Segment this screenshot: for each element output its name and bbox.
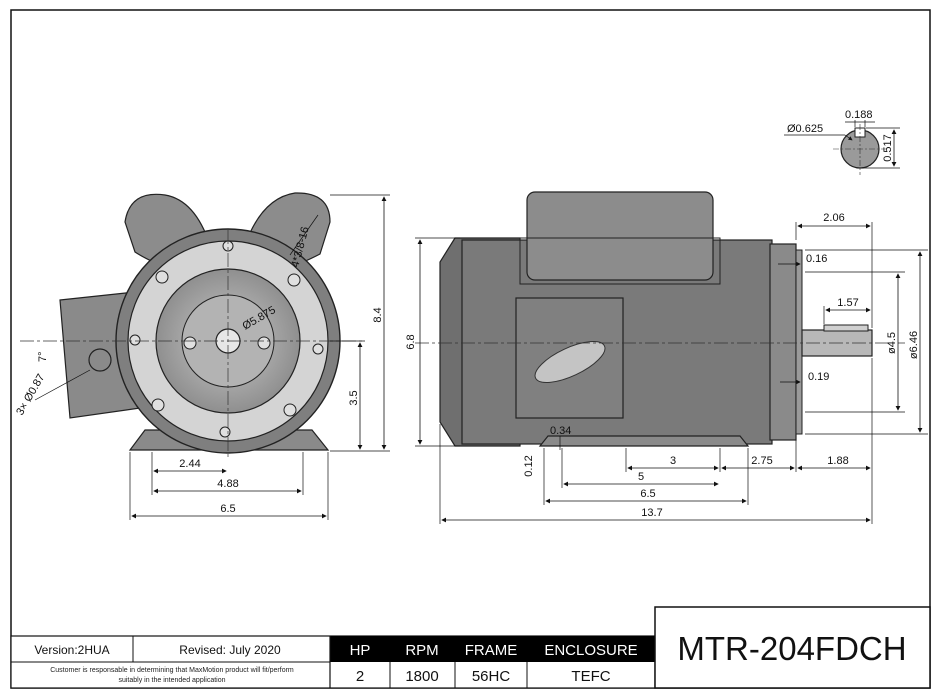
side-view: 6.8 ø6.46 ø4.5 2.06 0.16 1.57 0.19 0.34 … bbox=[405, 191, 928, 524]
dim-face-dia: ø6.46 bbox=[908, 331, 920, 359]
dim-foot-len: 6.5 bbox=[640, 488, 655, 500]
disclaimer-line-2: suitably in the intended application bbox=[118, 677, 225, 684]
bolt-8 bbox=[219, 426, 231, 438]
c-face bbox=[795, 249, 803, 435]
dim-key-depth: 0.517 bbox=[882, 134, 894, 162]
dim-overall: 13.7 bbox=[641, 507, 662, 519]
header-hp: HP bbox=[350, 642, 371, 659]
dim-conduit-holes: 3× Ø0.87 bbox=[14, 372, 47, 417]
value-frame: 56HC bbox=[472, 668, 511, 685]
bolt-6 bbox=[283, 403, 297, 417]
version-label: Version:2HUA bbox=[34, 643, 109, 657]
title-block: Version:2HUA Revised: July 2020 Customer… bbox=[10, 606, 931, 689]
dim-key-width: 0.188 bbox=[845, 109, 873, 121]
dim-slot-span: 5 bbox=[638, 471, 644, 483]
front-view: 8.4 3.5 2.44 4.88 6.5 Ø5.875 4*3/8-16 7°… bbox=[14, 192, 390, 520]
dim-frame-height: 6.8 bbox=[405, 334, 417, 349]
dim-face-gap: 0.19 bbox=[808, 371, 829, 383]
dim-foot-thk: 0.34 bbox=[550, 425, 571, 437]
value-hp: 2 bbox=[356, 668, 364, 685]
header-enclosure: ENCLOSURE bbox=[544, 642, 637, 659]
shaft-key bbox=[823, 324, 869, 332]
disclaimer-line-1: Customer is responsable in determining t… bbox=[50, 667, 294, 674]
dim-base-half: 2.44 bbox=[179, 458, 200, 470]
dim-conduit-angle: 7° bbox=[37, 351, 49, 362]
bolt-3 bbox=[155, 270, 169, 284]
capacitor-cover bbox=[526, 191, 714, 281]
value-enclosure: TEFC bbox=[571, 668, 610, 685]
dim-foot-off: 0.12 bbox=[523, 455, 535, 476]
dim-shaft-face: 1.88 bbox=[827, 455, 848, 467]
dim-base-holes: 4.88 bbox=[217, 478, 238, 490]
model-number: MTR-204FDCH bbox=[677, 630, 906, 667]
dim-hole-span: 3 bbox=[670, 455, 676, 467]
spec-header-bar bbox=[330, 636, 655, 662]
revised-label: Revised: July 2020 bbox=[179, 643, 281, 657]
dim-key-len: 1.57 bbox=[837, 297, 858, 309]
bolt-10 bbox=[312, 343, 324, 355]
header-rpm: RPM bbox=[405, 642, 438, 659]
bolt-1 bbox=[183, 336, 197, 350]
dim-pilot-dia: ø4.5 bbox=[886, 332, 898, 354]
dim-shaft-height: 3.5 bbox=[348, 390, 360, 405]
side-foot bbox=[538, 435, 750, 447]
dim-height-total: 8.4 bbox=[372, 307, 384, 322]
header-frame: FRAME bbox=[465, 642, 518, 659]
dim-shoulder: 0.16 bbox=[806, 253, 827, 265]
bolt-2 bbox=[257, 336, 271, 350]
dim-base-width: 6.5 bbox=[220, 503, 235, 515]
bolt-4 bbox=[287, 273, 301, 287]
bolt-5 bbox=[151, 398, 165, 412]
value-rpm: 1800 bbox=[405, 668, 438, 685]
dim-end-to-hole: 2.75 bbox=[751, 455, 772, 467]
conduit-hole bbox=[88, 348, 112, 372]
dim-shaft-ext: 2.06 bbox=[823, 212, 844, 224]
front-endbell bbox=[769, 243, 797, 441]
shaft-section: Ø0.625 0.188 0.517 bbox=[784, 109, 900, 175]
dim-shaft-dia: Ø0.625 bbox=[787, 123, 823, 135]
bolt-9 bbox=[129, 334, 141, 346]
logo-mark bbox=[534, 341, 606, 383]
